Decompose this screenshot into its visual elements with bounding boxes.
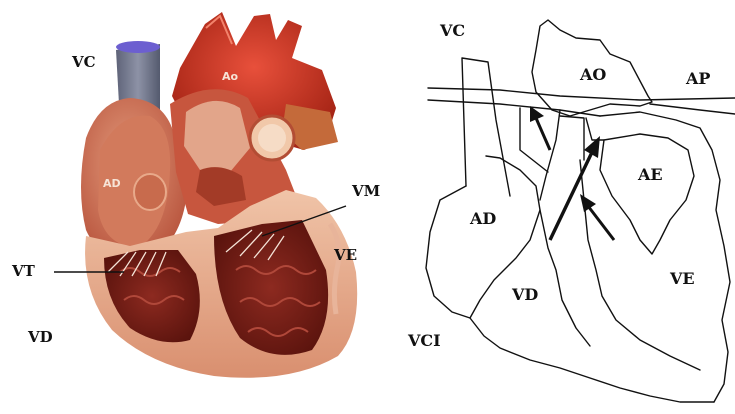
schematic-pulmonary-line-3	[650, 104, 735, 114]
schematic-aortic-root	[520, 108, 584, 172]
schematic-heart-outline-right	[600, 112, 730, 402]
flow-arrow-up-right-long	[550, 136, 600, 240]
ao-label: AO	[579, 65, 606, 84]
flow-arrow-up-left	[530, 106, 550, 150]
schematic-vena-cava	[462, 58, 510, 196]
ap-label: AP	[685, 69, 710, 88]
ad-label-right: AD	[469, 209, 496, 228]
ae-label: AE	[637, 165, 663, 184]
vd-label-right: VD	[511, 285, 538, 304]
schematic-right-ventricle-inner	[540, 210, 590, 346]
schematic-pulmonary-line-2	[428, 100, 600, 116]
schematic-pulmonary-line-1	[428, 88, 735, 100]
ve-label-right: VE	[669, 269, 695, 288]
schematic-aorta-valve	[586, 118, 604, 140]
schematic-aorta-inner	[540, 110, 560, 200]
schematic-septum	[580, 160, 700, 370]
vci-label: VCI	[407, 331, 441, 350]
schematic-left-atrium	[600, 134, 694, 254]
vc-label-right: VC	[439, 21, 465, 40]
